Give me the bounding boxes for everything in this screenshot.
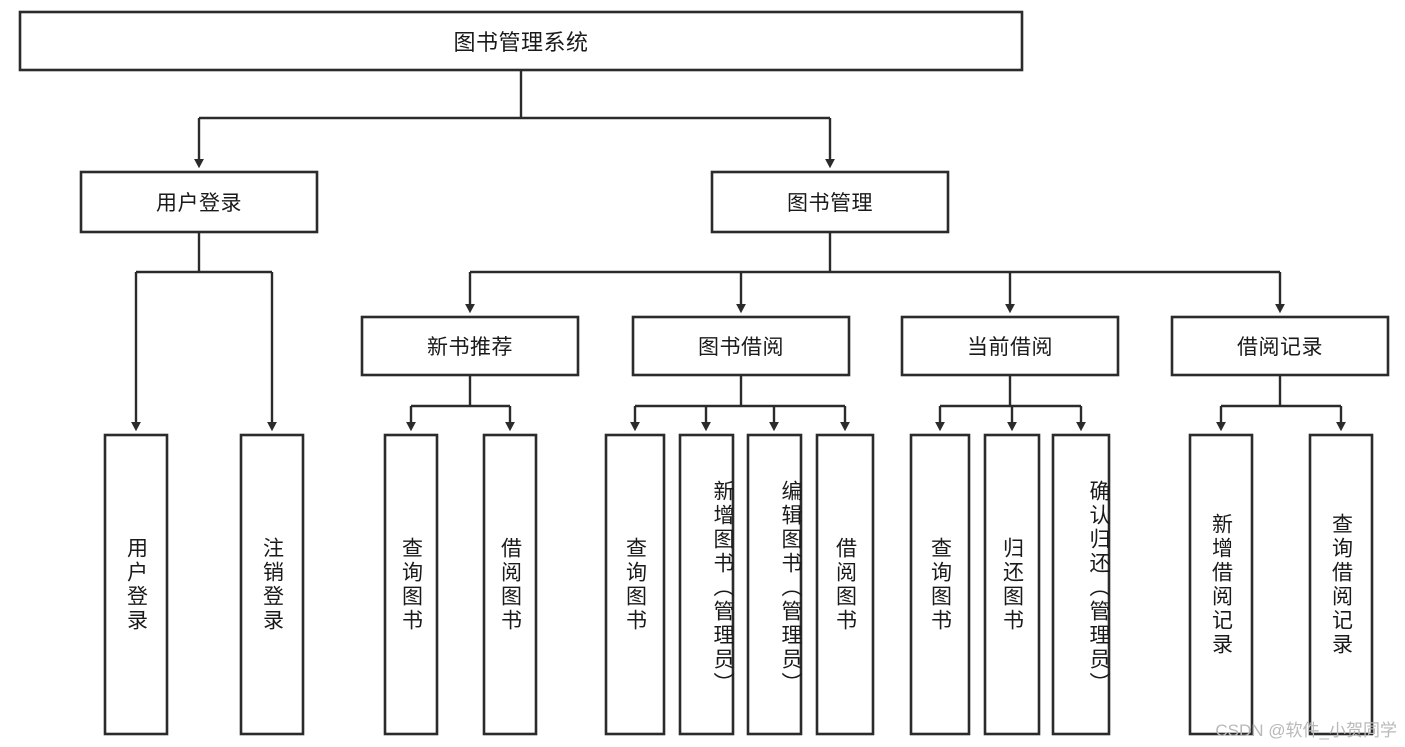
node-box-leaf-query-book-1[interactable] [383, 433, 439, 736]
node-box-leaf-borrow-book-1[interactable] [482, 433, 538, 736]
node-box-leaf-edit-book[interactable] [746, 433, 803, 736]
node-box-leaf-query-record[interactable] [1308, 433, 1374, 736]
node-box-leaf-confirm-return[interactable] [1051, 433, 1111, 736]
node-box-leaf-logout[interactable] [239, 433, 305, 736]
node-box-leaf-return-book[interactable] [983, 433, 1041, 736]
node-box-leaf-query-book-3[interactable] [909, 433, 971, 736]
node-box-user-login[interactable] [79, 170, 319, 234]
watermark-text: CSDN @软件_小贺同学 [1215, 721, 1397, 740]
node-box-current-borrow[interactable] [900, 315, 1120, 377]
node-box-leaf-add-record[interactable] [1188, 433, 1254, 736]
node-box-leaf-user-login[interactable] [103, 433, 169, 736]
node-box-root[interactable] [18, 10, 1024, 72]
node-box-leaf-add-book[interactable] [678, 433, 735, 736]
node-box-leaf-borrow-book-2[interactable] [815, 433, 875, 736]
node-box-book-borrow[interactable] [631, 315, 851, 377]
node-box-leaf-query-book-2[interactable] [604, 433, 666, 736]
node-box-book-manage[interactable] [710, 170, 950, 234]
node-box-borrow-record[interactable] [1170, 315, 1390, 377]
node-box-new-book-recommend[interactable] [360, 315, 580, 377]
